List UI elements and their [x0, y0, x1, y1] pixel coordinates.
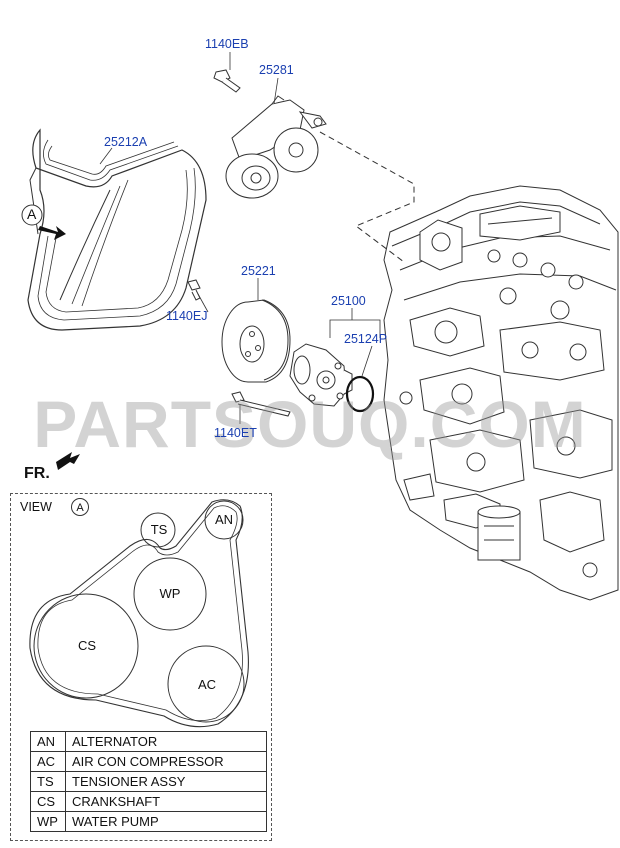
pulley-label-ac: AC — [197, 677, 217, 692]
legend-row: CS CRANKSHAFT — [30, 791, 267, 812]
legend-abbr: TS — [30, 771, 66, 792]
view-a-arrow — [21, 204, 66, 240]
leader-25124p — [361, 345, 373, 377]
legend-desc: TENSIONER ASSY — [65, 771, 267, 792]
view-a-frame — [10, 493, 272, 841]
legend-desc: WATER PUMP — [65, 811, 267, 832]
legend-desc: ALTERNATOR — [65, 731, 267, 752]
tensioner-leader — [319, 131, 415, 263]
part-number-25281[interactable]: 25281 — [259, 63, 294, 77]
legend-row: WP WATER PUMP — [30, 811, 267, 832]
pulley-ac — [167, 645, 245, 723]
bolt-1140ej — [187, 279, 201, 301]
part-number-1140et[interactable]: 1140ET — [214, 426, 257, 440]
drive-belt — [27, 128, 207, 331]
part-number-1140eb[interactable]: 1140EB — [205, 37, 249, 51]
legend-row: AN ALTERNATOR — [30, 731, 267, 752]
pulley-cs — [33, 593, 139, 699]
pulley-label-wp: WP — [159, 586, 181, 601]
part-number-25124p[interactable]: 25124P — [344, 332, 388, 346]
legend-abbr: AN — [30, 731, 66, 752]
water-pump — [289, 343, 353, 407]
view-letter: A — [71, 498, 89, 516]
pulley-wp — [133, 557, 207, 631]
legend-row: AC AIR CON COMPRESSOR — [30, 751, 267, 772]
bolt-1140eb — [213, 69, 241, 93]
legend-row: TS TENSIONER ASSY — [30, 771, 267, 792]
view-label: VIEW — [20, 500, 52, 514]
part-number-25221[interactable]: 25221 — [241, 264, 276, 278]
gasket-o-ring — [345, 375, 375, 413]
part-number-25212a[interactable]: 25212A — [104, 135, 148, 149]
belt-routing-view — [29, 499, 249, 728]
pulley-label-cs: CS — [77, 638, 97, 653]
legend-desc: AIR CON COMPRESSOR — [65, 751, 267, 772]
bolt-1140et — [231, 391, 291, 417]
part-number-25100[interactable]: 25100 — [331, 294, 366, 308]
legend-abbr: WP — [30, 811, 66, 832]
legend-desc: CRANKSHAFT — [65, 791, 267, 812]
legend-table: AN ALTERNATOR AC AIR CON COMPRESSOR TS T… — [30, 731, 267, 832]
water-pump-pulley — [221, 299, 291, 383]
tensioner-assy — [225, 95, 327, 199]
legend-abbr: CS — [30, 791, 66, 812]
front-label: FR. — [24, 465, 50, 482]
pulley-label-ts: TS — [150, 522, 168, 537]
pulley-an — [204, 500, 244, 540]
arrow-view-letter: A — [27, 206, 37, 222]
pulley-label-an: AN — [214, 512, 234, 527]
part-number-1140ej[interactable]: 1140EJ — [166, 309, 208, 323]
leader-25281 — [273, 77, 279, 105]
leader-1140ej — [197, 293, 209, 313]
engine-block — [383, 185, 619, 601]
legend-abbr: AC — [30, 751, 66, 772]
watermark: PARTSOUQ.COM — [33, 387, 587, 461]
belt-leader — [99, 147, 113, 165]
front-arrow — [56, 452, 80, 470]
bracket-25100 — [329, 319, 381, 338]
pulley-ts — [140, 512, 176, 548]
